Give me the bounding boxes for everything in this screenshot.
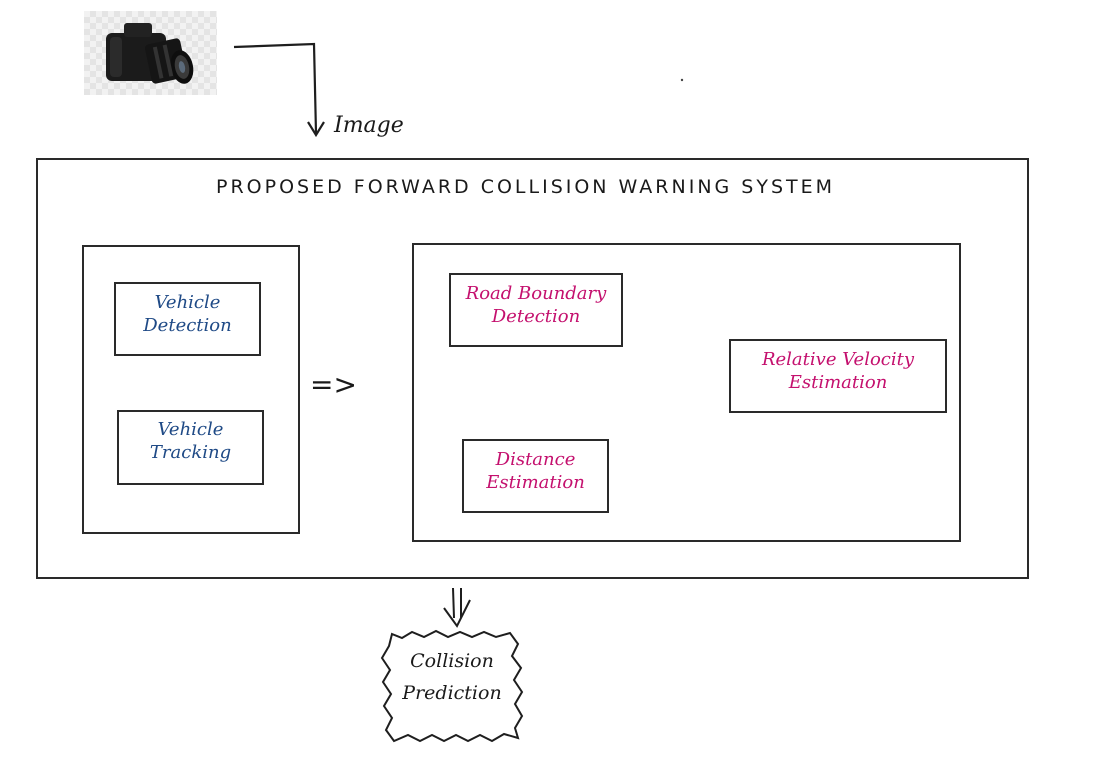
left-group-box xyxy=(82,245,300,534)
relative-velocity-line1: Relative Velocity xyxy=(761,349,915,370)
relative-velocity-estimation-box: Relative Velocity Estimation xyxy=(729,339,947,413)
vehicle-tracking-line2: Tracking xyxy=(149,441,232,463)
relative-velocity-line2: Estimation xyxy=(788,371,888,393)
camera-image xyxy=(84,11,217,95)
vehicle-detection-box: Vehicle Detection xyxy=(114,282,261,356)
road-boundary-line2: Detection xyxy=(491,305,581,327)
system-box xyxy=(36,158,1029,579)
camera-icon xyxy=(106,23,194,84)
input-label: Image xyxy=(334,113,404,138)
distance-estimation-box: Distance Estimation xyxy=(462,439,609,513)
vehicle-tracking-line1: Vehicle xyxy=(157,419,224,440)
collision-prediction-cloud xyxy=(380,629,524,743)
vehicle-detection-line1: Vehicle xyxy=(154,292,221,313)
road-boundary-detection-box: Road Boundary Detection xyxy=(449,273,623,347)
system-title: PROPOSED FORWARD COLLISION WARNING SYSTE… xyxy=(216,176,836,198)
right-group-box xyxy=(412,243,961,542)
collision-prediction-line1: Collision xyxy=(410,650,494,672)
collision-prediction-label: Collision Prediction xyxy=(390,650,514,706)
vehicle-tracking-box: Vehicle Tracking xyxy=(117,410,264,485)
distance-estimation-line2: Estimation xyxy=(486,471,585,493)
flow-arrow: => xyxy=(310,368,357,401)
collision-prediction-line2: Prediction xyxy=(402,681,502,704)
distance-estimation-line1: Distance xyxy=(495,449,576,470)
vehicle-detection-line2: Detection xyxy=(143,314,232,336)
road-boundary-line1: Road Boundary xyxy=(465,283,607,304)
